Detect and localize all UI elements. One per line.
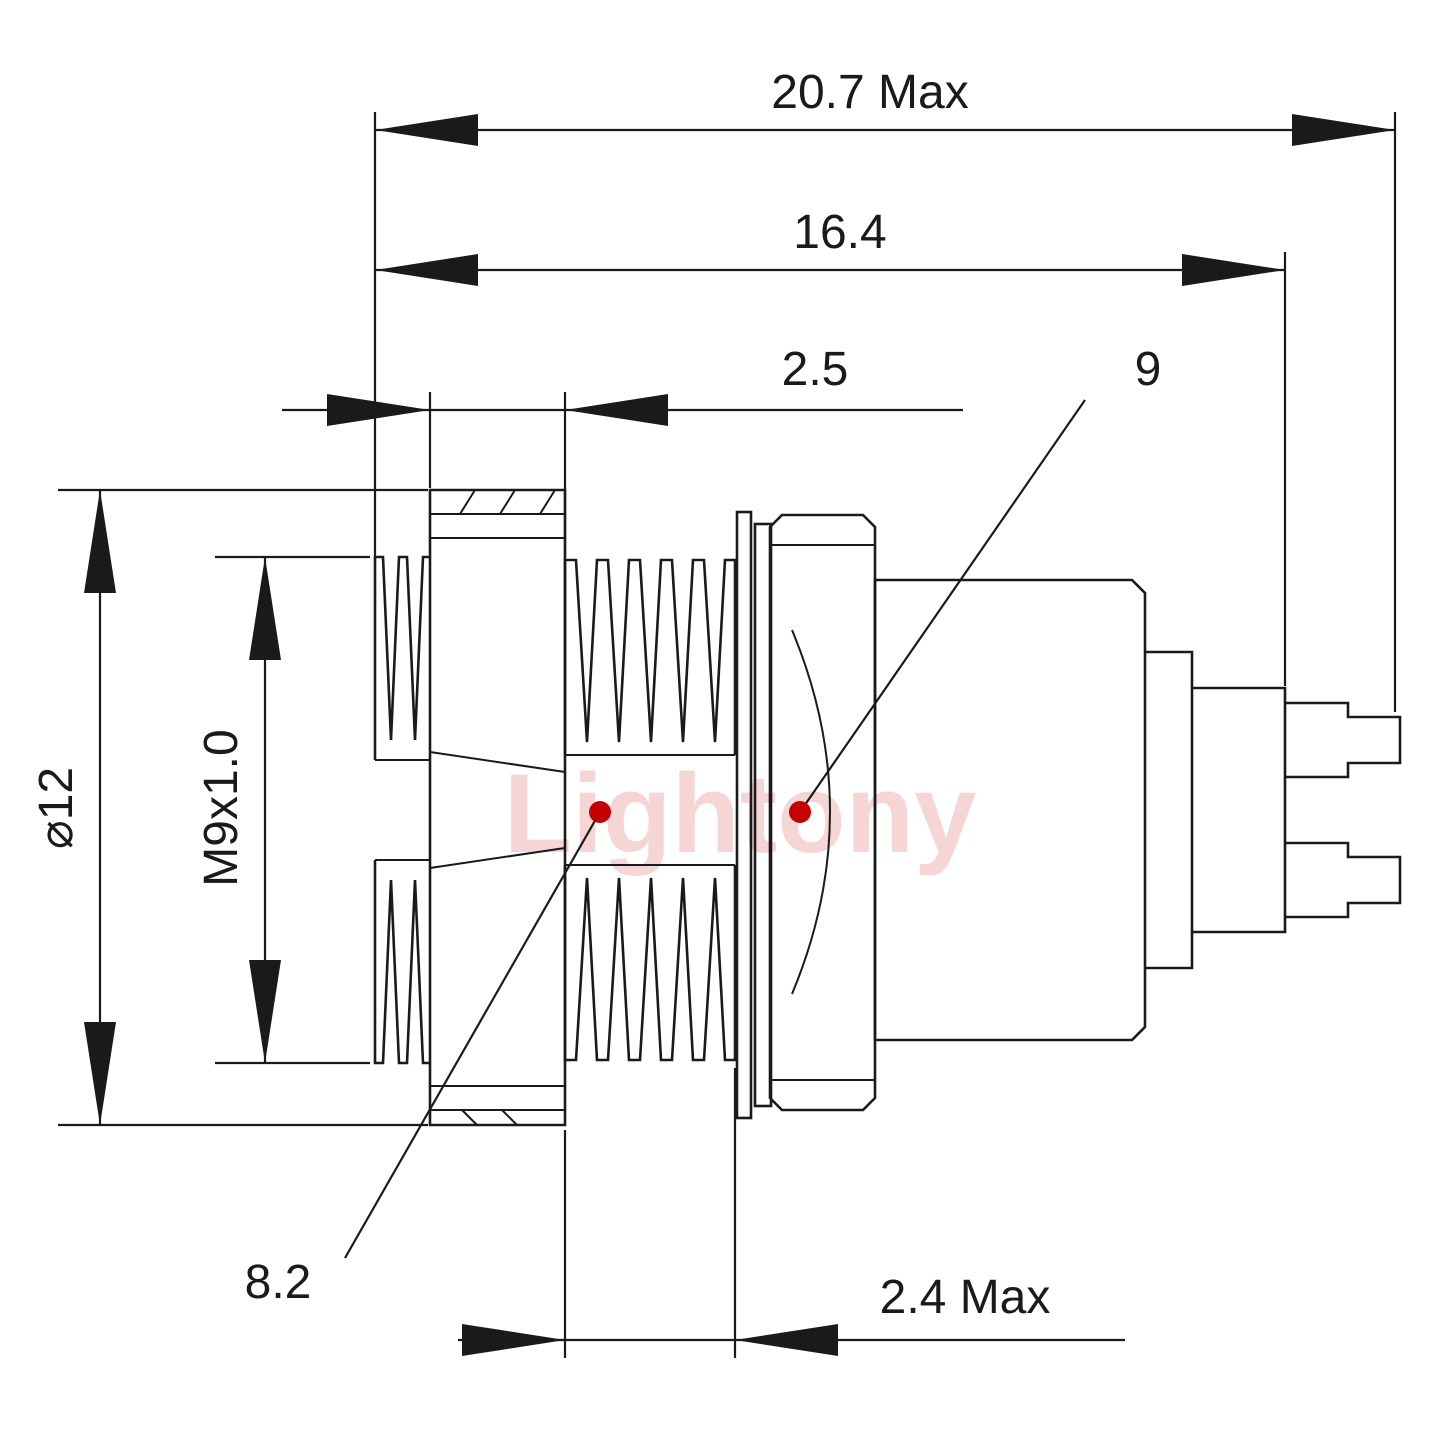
flange <box>768 513 877 1112</box>
dimension-label-dia-12: ⌀12 <box>30 767 83 849</box>
dimension-dia-9: 9 <box>799 343 1162 813</box>
solder-pins <box>1285 701 1402 919</box>
red-marker-dot-8-2 <box>589 801 611 823</box>
dimension-thread-spec: M9x1.0 <box>195 555 370 1065</box>
dimension-label-panel-gap: 2.5 <box>782 343 849 396</box>
arrowhead <box>375 114 478 146</box>
arrowhead <box>249 960 281 1063</box>
red-marker-dot-9 <box>789 801 811 823</box>
dimension-label-nut-thickness: 2.4 Max <box>880 1271 1051 1324</box>
arrowhead <box>462 1324 565 1356</box>
rear-insulator <box>1145 650 1287 970</box>
arrowhead <box>327 394 430 426</box>
dimension-label-dia-9: 9 <box>1135 343 1162 396</box>
arrowhead <box>84 1022 116 1125</box>
dimension-label-thread-spec: M9x1.0 <box>195 729 248 886</box>
dimension-overall-max: 20.7 Max <box>373 66 1397 712</box>
dimension-label-overall-max: 20.7 Max <box>771 66 968 119</box>
dimension-dia-12: ⌀12 <box>30 488 428 1127</box>
arrowhead <box>375 254 478 286</box>
dimension-dia-8-2: 8.2 <box>245 811 601 1309</box>
dimension-nut-thickness: 2.4 Max <box>458 1068 1125 1358</box>
arrowhead <box>249 557 281 660</box>
main-body <box>873 578 1147 1042</box>
leader-line <box>344 811 601 1259</box>
leader-line <box>799 399 1086 813</box>
watermark-text: Lightony <box>504 751 977 876</box>
main-thread-section <box>563 558 737 1062</box>
dimension-panel-gap: 2.5 <box>282 343 963 556</box>
connector-outline <box>373 488 1402 1127</box>
dimension-shell-length: 16.4 <box>375 206 1287 686</box>
front-thread-nose <box>373 555 430 1065</box>
front-nut <box>428 488 567 1127</box>
arrowhead <box>735 1324 838 1356</box>
arrowhead <box>1182 254 1285 286</box>
arrowhead <box>565 394 668 426</box>
arrowhead <box>1292 114 1395 146</box>
dimension-label-dia-8-2: 8.2 <box>245 1256 312 1309</box>
dimension-label-shell-length: 16.4 <box>793 206 886 259</box>
arrowhead <box>84 490 116 593</box>
